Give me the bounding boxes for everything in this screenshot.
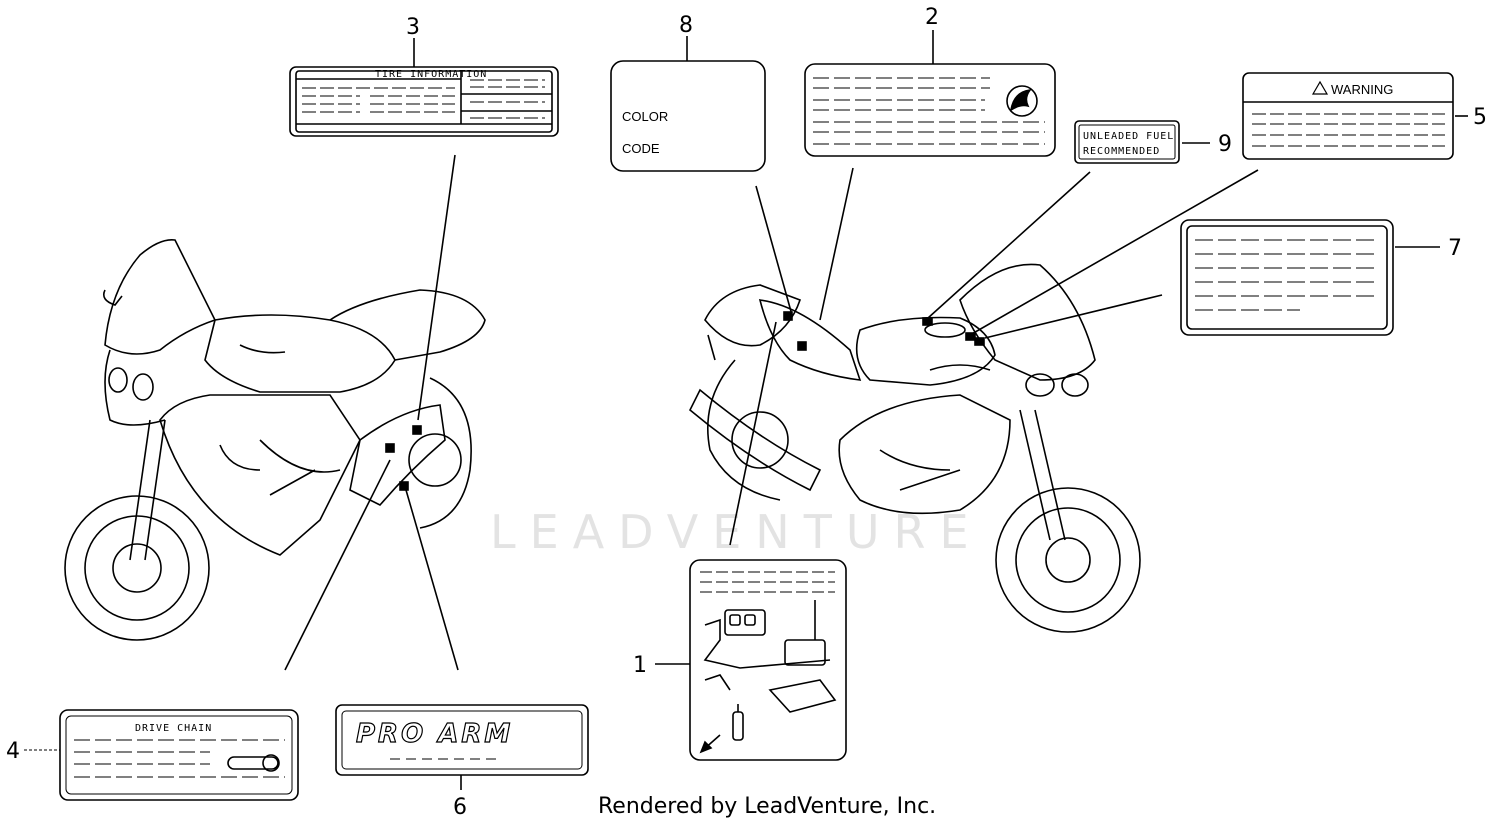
callout-8: 8: [679, 13, 693, 38]
tire-info-title: TIRE INFORMATION: [375, 69, 487, 80]
motorcycle-right: [689, 263, 1141, 633]
leader-1: [729, 321, 777, 546]
drive-chain-title: DRIVE CHAIN: [135, 723, 212, 734]
label-color-code: [610, 60, 766, 172]
callout-5: 5: [1473, 105, 1487, 130]
label-7: [1180, 219, 1394, 336]
warning-triangle-icon: [1311, 80, 1329, 95]
pro-arm-logo: PRO ARM: [356, 719, 513, 749]
leader-4: [284, 459, 391, 671]
leader-3: [417, 154, 456, 421]
watermark: LEADVENTURE: [490, 505, 983, 559]
color-label: COLOR: [622, 109, 668, 124]
leader-2: [819, 167, 854, 321]
label-unleaded-fuel: [1074, 120, 1180, 164]
label-drive-chain: [59, 709, 299, 801]
fuel-line-1: UNLEADED FUEL: [1083, 131, 1174, 142]
callout-6: 6: [453, 795, 467, 820]
callout-9: 9: [1218, 132, 1232, 157]
chain-adjuster-icon: [227, 754, 280, 772]
label-general-info: [804, 63, 1056, 157]
callout-4: 4: [6, 739, 20, 764]
callout-1: 1: [633, 653, 647, 678]
callout-7: 7: [1448, 236, 1462, 261]
warning-title: WARNING: [1331, 82, 1393, 97]
leader-5: [969, 169, 1259, 336]
motorcycle-left: [64, 238, 486, 641]
honda-wing-icon: [1006, 85, 1038, 117]
code-label: CODE: [622, 141, 660, 156]
leader-6: [405, 489, 459, 671]
callout-2: 2: [925, 5, 939, 30]
arrow-icon: [699, 734, 721, 754]
label-tire-information: [289, 66, 559, 137]
label-hose-routing: [689, 559, 847, 761]
footer-credit: Rendered by LeadVenture, Inc.: [598, 794, 937, 819]
label-pro-arm: [335, 704, 589, 776]
fuel-line-2: RECOMMENDED: [1083, 146, 1160, 157]
leader-9: [927, 171, 1091, 319]
label-warning: [1242, 72, 1454, 160]
leader-8: [755, 185, 793, 316]
callout-3: 3: [406, 15, 420, 40]
leader-7: [984, 294, 1163, 339]
